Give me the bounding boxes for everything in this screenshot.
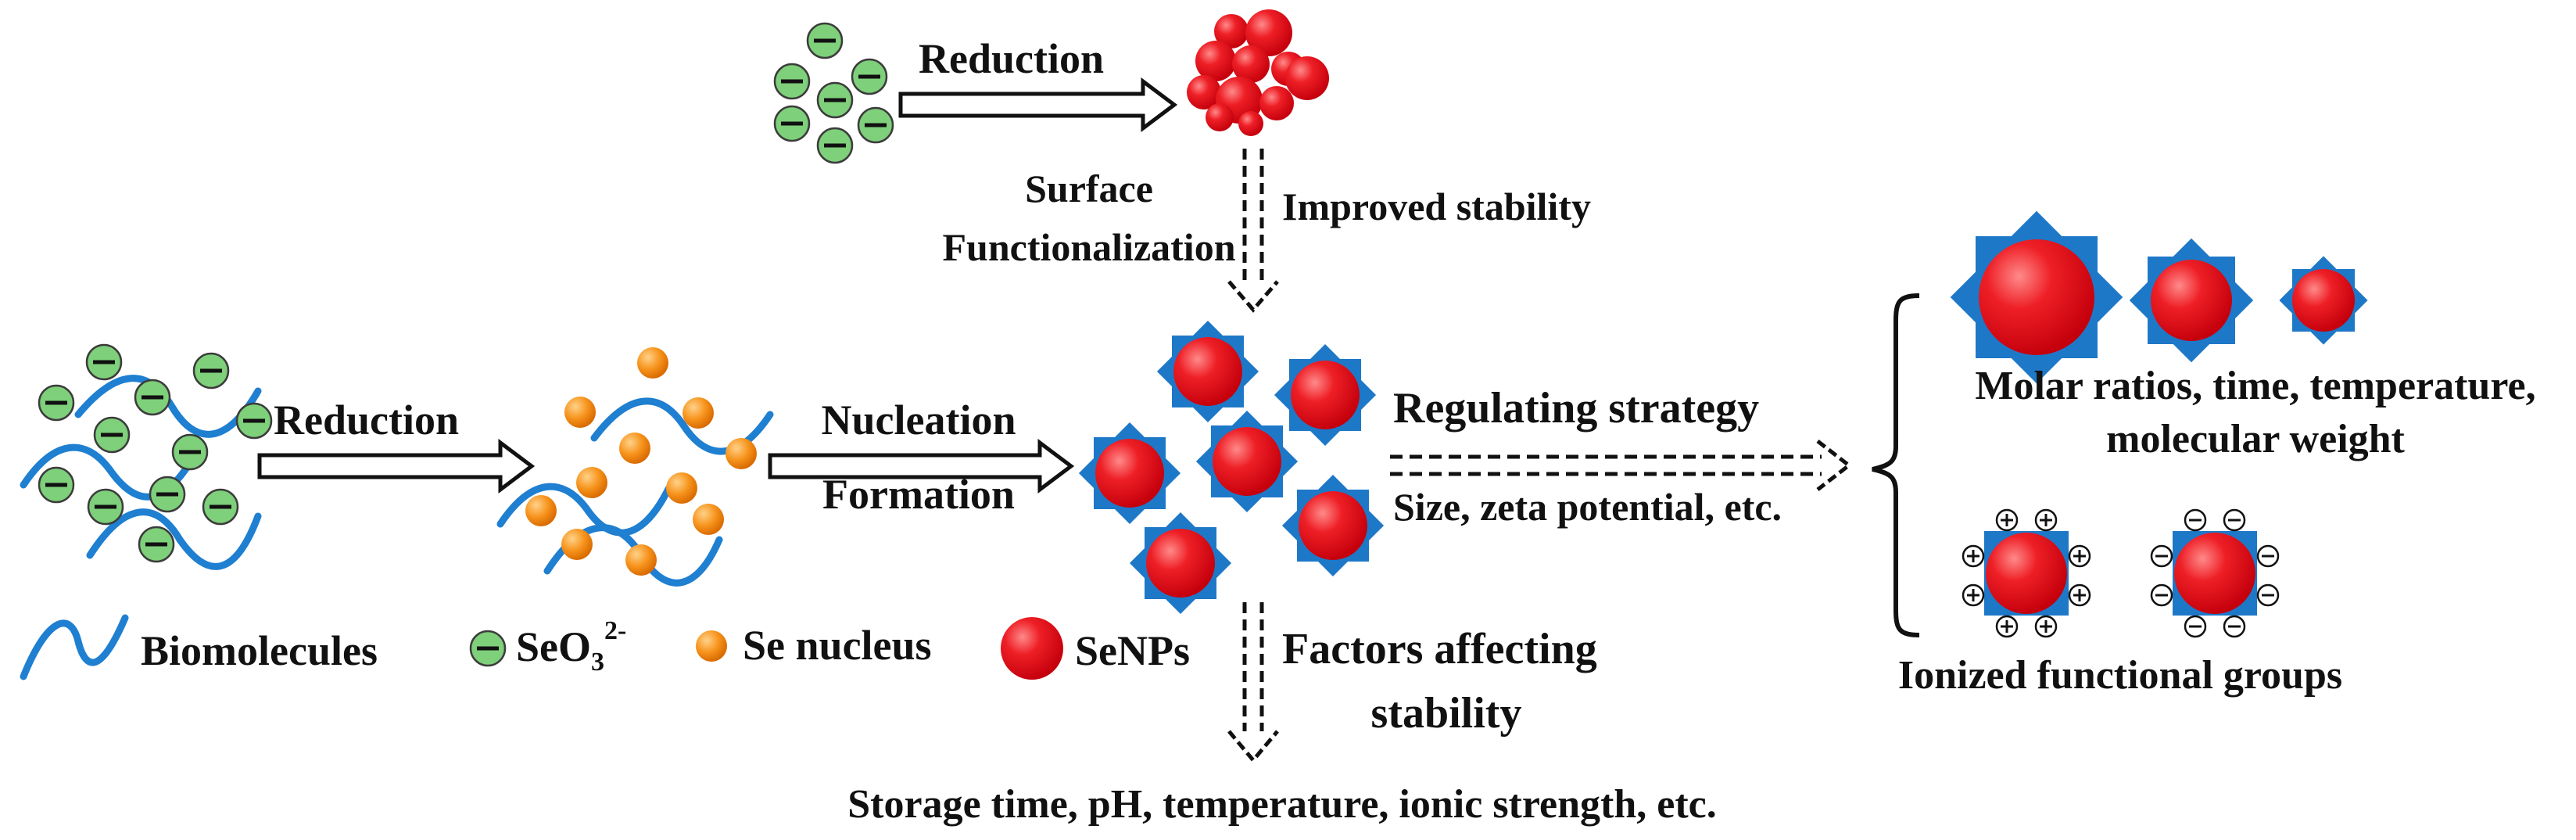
senp-large-icon: [1950, 210, 2123, 384]
legend-seo3-base: SeO: [516, 623, 591, 670]
surface-label: Surface: [1025, 167, 1153, 210]
molecular-weight-label: molecular weight: [2106, 417, 2405, 461]
se-nucleus-icon: [561, 529, 593, 560]
negative-ion-icon: [134, 379, 171, 416]
negative-charged-senp: [2150, 508, 2280, 638]
senp-icon: [1001, 617, 1063, 680]
senp-icon: [1156, 320, 1259, 423]
negative-ion-icon: [773, 105, 811, 142]
top-ion-cluster: [773, 22, 894, 164]
biomolecule-wave-icon: [74, 375, 262, 438]
senp-icon: [1195, 410, 1299, 513]
improved-stability-label: Improved stability: [1282, 185, 1591, 228]
se-nucleus-icon: [693, 504, 724, 535]
reduction-label-top: Reduction: [919, 35, 1104, 82]
size-variants: [1950, 210, 2368, 384]
reduction-arrow-left: [257, 439, 536, 494]
negative-ion-icon: [469, 630, 507, 667]
coated-senp-cluster: [1078, 320, 1385, 615]
negative-ion-icon: [773, 63, 811, 100]
negative-ion-icon: [138, 526, 175, 563]
se-nucleus-icon: [683, 397, 714, 429]
se-nucleus-icon: [625, 544, 657, 576]
negative-ion-icon: [816, 127, 854, 164]
reduction-arrow-top: [898, 77, 1178, 132]
se-nucleus-icon: [696, 630, 727, 662]
legend-seo3-sup: 2-: [604, 616, 626, 645]
se-nucleus-icon: [564, 397, 596, 428]
negative-ion-icon: [857, 106, 894, 144]
negative-ion-icon: [87, 488, 124, 526]
negative-ion-icon: [192, 352, 230, 389]
legend-se-nucleus: Se nucleus: [743, 622, 932, 669]
senp-icon: [1281, 474, 1385, 577]
nucleation-arrow: [768, 439, 1075, 494]
factors-affecting-label: Factors affecting: [1282, 625, 1597, 673]
biomolecule-nucleus-mixture: [496, 347, 774, 587]
positive-charge-icon: [1967, 514, 2086, 633]
biomolecule-wave-icon: [20, 614, 129, 680]
red-particle-cluster: [1187, 9, 1329, 136]
positive-charged-senp: [1962, 508, 2091, 638]
negative-ion-icon: [149, 476, 186, 513]
negative-ion-icon: [235, 402, 273, 440]
reduction-label-left: Reduction: [274, 397, 459, 443]
se-nucleus-icon: [525, 495, 557, 526]
negative-charge-icon: [2155, 519, 2274, 628]
se-nucleus-icon: [576, 467, 607, 498]
senp-icon: [1129, 512, 1232, 615]
senp-medium-icon: [2129, 238, 2254, 363]
se-nucleus-icon: [726, 438, 757, 469]
biomolecule-wave-icon: [86, 508, 262, 570]
se-nucleus-icon: [619, 433, 650, 464]
legend-senps: SeNPs: [1075, 627, 1190, 674]
legend-seo3: SeO32-: [516, 616, 626, 677]
negative-ion-icon: [38, 384, 75, 422]
factors-arrow: [1227, 602, 1279, 763]
negative-ion-icon: [38, 466, 75, 504]
right-bracket: [1872, 293, 1920, 637]
negative-ion-icon: [202, 488, 239, 526]
molar-ratios-label: Molar ratios, time, temperature,: [1975, 364, 2535, 408]
legend: Biomolecules SeO32- Se nucleus SeNPs: [20, 614, 1190, 680]
negative-ion-icon: [93, 416, 131, 454]
regulating-strategy-label: Regulating strategy: [1393, 384, 1759, 433]
negative-ion-icon: [85, 343, 123, 381]
se-nucleus-icon: [637, 347, 668, 379]
senp-icon: [1274, 343, 1377, 447]
formation-label: Formation: [822, 471, 1015, 518]
legend-biomolecules: Biomolecules: [141, 627, 378, 674]
nucleation-label: Nucleation: [822, 397, 1016, 443]
regulating-strategy-arrow: [1390, 440, 1853, 491]
senp-small-icon: [2279, 256, 2368, 345]
se-nucleus-icon: [666, 472, 697, 504]
negative-ion-icon: [806, 22, 844, 59]
ionized-groups-label: Ionized functional groups: [1898, 653, 2342, 698]
negative-ion-icon: [851, 58, 888, 95]
legend-seo3-sub: 3: [591, 648, 604, 677]
size-zeta-label: Size, zeta potential, etc.: [1393, 485, 1782, 529]
functionalization-label: Functionalization: [942, 225, 1235, 269]
negative-ion-icon: [171, 433, 209, 471]
biomolecule-wave-icon: [496, 483, 672, 537]
storage-factors-label: Storage time, pH, temperature, ionic str…: [847, 782, 1716, 827]
surface-functionalization-arrow: [1227, 149, 1279, 313]
negative-ion-icon: [816, 81, 854, 119]
senp-icon: [1078, 422, 1181, 525]
stability-label: stability: [1371, 689, 1522, 738]
biomolecule-ion-mixture: [20, 343, 273, 570]
